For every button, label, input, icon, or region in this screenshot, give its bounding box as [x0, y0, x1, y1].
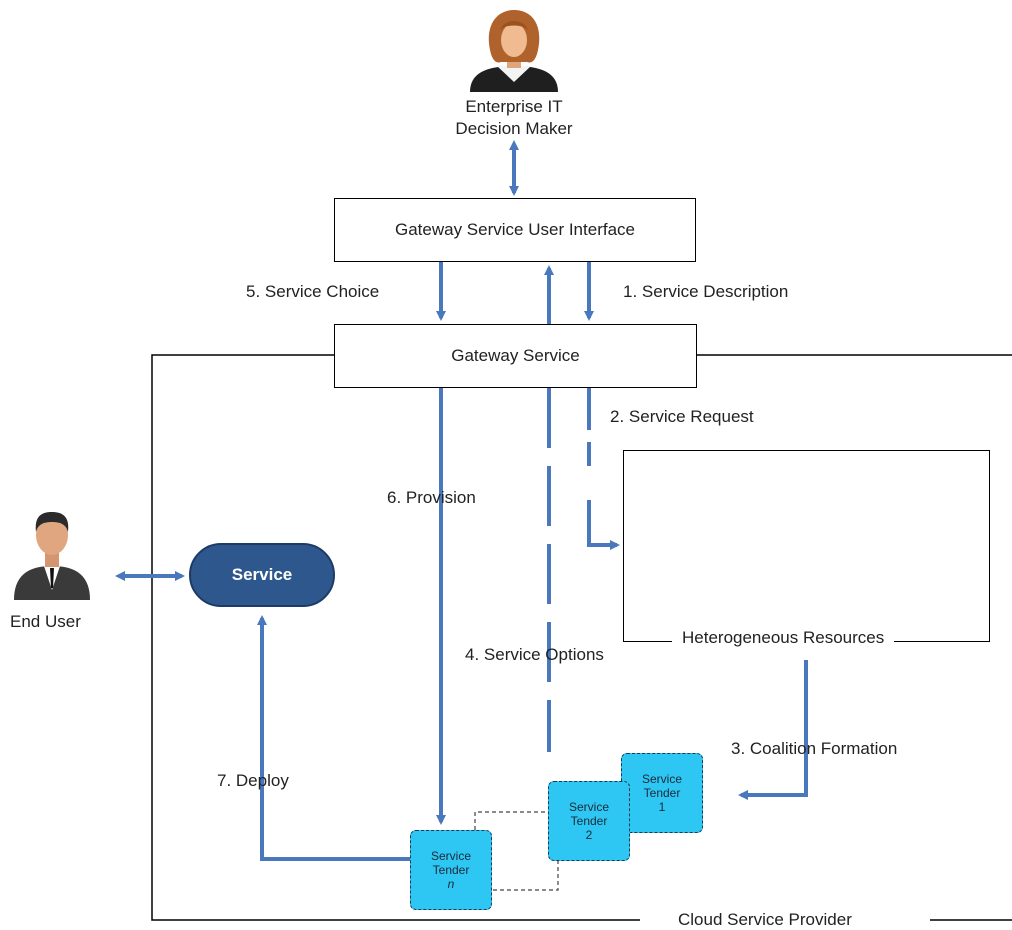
service-node-label: Service [231, 565, 293, 584]
tender-n-number: n [447, 877, 455, 891]
service-request-elbow-arrow [587, 500, 620, 550]
tender-n-line1: Service [430, 849, 471, 863]
tender-1-line1: Service [641, 772, 682, 786]
step-7-label: 7. Deploy [217, 771, 289, 790]
coalition-formation-arrow [738, 660, 808, 800]
tender-n-line2: Tender [432, 863, 470, 877]
service-tender-n[interactable]: Service Tender n [410, 830, 492, 910]
tender-coalition-outline [474, 811, 559, 891]
businesswoman-icon [470, 10, 558, 92]
step-2-label: 2. Service Request [610, 407, 754, 426]
step-5-label: 5. Service Choice [246, 282, 380, 301]
resources-label: Heterogeneous Resources [672, 628, 895, 648]
step-4-label: 4. Service Options [465, 645, 604, 664]
tender-2-number: 2 [585, 828, 593, 842]
gateway-ui-label: Gateway Service User Interface [395, 220, 635, 239]
decision-maker-label: Enterprise IT Decision Maker [455, 97, 573, 138]
tender-1-line2: Tender [643, 786, 681, 800]
cloud-provider-boundary [151, 354, 1012, 921]
gateway-service-box[interactable]: Gateway Service [334, 324, 697, 388]
step-3-label: 3. Coalition Formation [731, 739, 898, 758]
step-6-label: 6. Provision [387, 488, 476, 507]
deploy-arrow [257, 615, 410, 861]
gateway-ui-box[interactable]: Gateway Service User Interface [334, 198, 696, 262]
tender-2-line2: Tender [570, 814, 608, 828]
heterogeneous-resources-box [623, 450, 990, 642]
businessman-icon [14, 512, 90, 600]
service-node[interactable]: Service [189, 543, 335, 607]
tender-2-line1: Service [568, 800, 609, 814]
service-tender-2[interactable]: Service Tender 2 [548, 781, 630, 861]
step-1-label: 1. Service Description [623, 282, 789, 301]
cloud-provider-label: Cloud Service Provider [678, 910, 852, 929]
tender-1-number: 1 [658, 800, 666, 814]
end-user-label: End User [10, 612, 81, 631]
gateway-service-label: Gateway Service [451, 346, 580, 365]
service-tender-1[interactable]: Service Tender 1 [621, 753, 703, 833]
